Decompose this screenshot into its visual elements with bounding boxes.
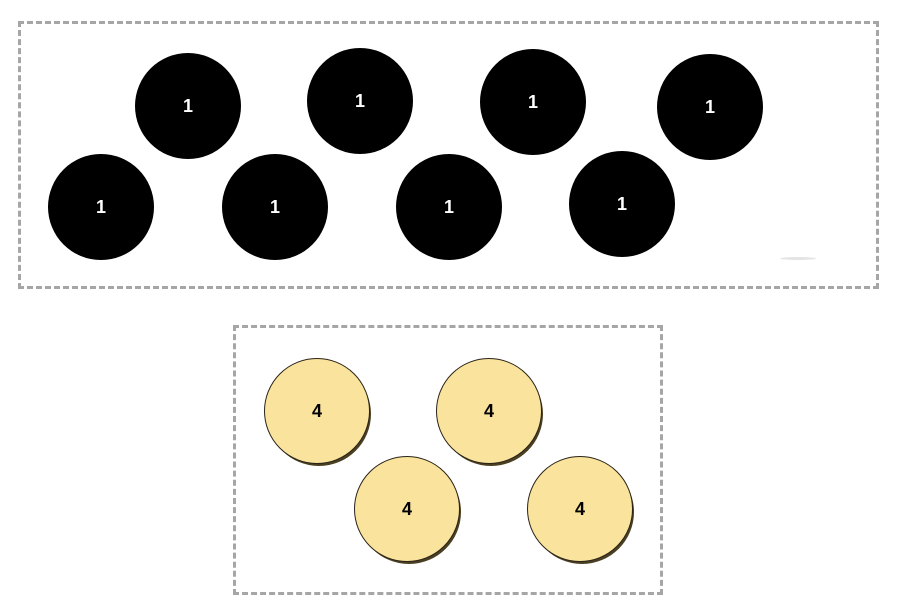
disc-four[interactable]: 4 bbox=[436, 358, 542, 464]
disc-four[interactable]: 4 bbox=[527, 456, 633, 562]
disc-one[interactable]: 1 bbox=[222, 154, 328, 260]
disc-four[interactable]: 4 bbox=[354, 456, 460, 562]
top-group-box bbox=[18, 21, 879, 289]
disc-one[interactable]: 1 bbox=[307, 48, 413, 154]
disc-one[interactable]: 1 bbox=[135, 53, 241, 159]
bottom-group-box bbox=[233, 325, 663, 595]
disc-one[interactable]: 1 bbox=[569, 151, 675, 257]
disc-one[interactable]: 1 bbox=[480, 49, 586, 155]
disc-one[interactable]: 1 bbox=[657, 54, 763, 160]
smudge-mark bbox=[780, 257, 816, 260]
disc-one[interactable]: 1 bbox=[396, 154, 502, 260]
disc-one[interactable]: 1 bbox=[48, 154, 154, 260]
disc-four[interactable]: 4 bbox=[264, 358, 370, 464]
